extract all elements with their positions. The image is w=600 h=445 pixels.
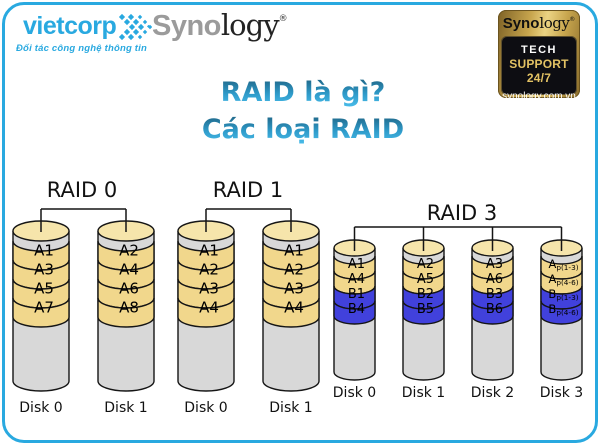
disk-name-label: Disk 1 <box>104 400 148 416</box>
svg-text:A5: A5 <box>34 280 54 298</box>
svg-text:A3: A3 <box>199 280 219 298</box>
svg-text:A3: A3 <box>486 257 503 272</box>
svg-text:A1: A1 <box>199 242 219 260</box>
synology-logo-serif: logy <box>220 8 280 42</box>
svg-text:A2: A2 <box>199 261 219 279</box>
double-chevron-right-icon <box>119 14 153 41</box>
svg-text:A6: A6 <box>119 280 139 298</box>
disk-name-label: Disk 0 <box>19 400 63 416</box>
disk-name-label: Disk 3 <box>539 385 584 401</box>
synology-logo: Synology® <box>152 8 288 43</box>
synology-logo-sans: Syno <box>152 10 221 42</box>
svg-text:A4: A4 <box>199 299 219 317</box>
svg-text:B2: B2 <box>417 287 434 302</box>
svg-text:B1: B1 <box>348 287 365 302</box>
svg-text:A2: A2 <box>284 261 304 279</box>
badge-synology-logo: Synology® <box>502 14 576 32</box>
vietcorp-wordmark: vietcorp <box>23 12 117 40</box>
registered-mark: ® <box>278 14 288 24</box>
badge-url: synology.com.vn <box>502 91 576 102</box>
disk-name-label: Disk 1 <box>269 400 313 416</box>
svg-text:A3: A3 <box>284 280 304 298</box>
svg-text:A4: A4 <box>284 299 304 317</box>
disk-name-label: Disk 0 <box>184 400 228 416</box>
svg-text:A4: A4 <box>119 261 139 279</box>
svg-text:A6: A6 <box>486 272 503 287</box>
vietcorp-tagline: Đối tác công nghệ thông tin <box>16 43 147 54</box>
svg-text:A2: A2 <box>417 257 434 272</box>
badge-tech-label: TECH <box>521 44 557 56</box>
svg-text:A1: A1 <box>348 257 365 272</box>
title-line-2: Các loại RAID <box>202 111 404 148</box>
title-line-1: RAID là gì? <box>221 74 386 111</box>
page-title: RAID là gì? Các loại RAID <box>0 74 600 148</box>
raid-group-label: RAID 1 <box>212 178 284 202</box>
vietcorp-logo: vietcorp Đối tác công nghệ thông tin <box>16 11 153 54</box>
svg-text:A3: A3 <box>34 261 54 279</box>
svg-text:A7: A7 <box>34 299 54 317</box>
svg-text:B4: B4 <box>348 302 365 317</box>
svg-text:B5: B5 <box>417 302 434 317</box>
disk-cylinder: Ap(1-3)Ap(4-6)Bp(1-3)Bp(4-6) <box>540 239 583 381</box>
synology-support-badge: Synology® TECH SUPPORT 24/7 synology.com… <box>498 10 580 102</box>
svg-text:A2: A2 <box>119 242 139 260</box>
disk-name-label: Disk 1 <box>401 385 446 401</box>
disk-name-label: Disk 2 <box>470 385 515 401</box>
raid-group-label: RAID 3 <box>426 201 498 225</box>
disk-name-label: Disk 0 <box>332 385 377 401</box>
svg-text:A1: A1 <box>284 242 304 260</box>
badge-inner-box: TECH SUPPORT 24/7 synology.com.vn <box>501 36 577 102</box>
svg-text:B6: B6 <box>486 302 503 317</box>
svg-text:A5: A5 <box>417 272 434 287</box>
svg-text:A1: A1 <box>34 242 54 260</box>
svg-text:B3: B3 <box>486 287 503 302</box>
badge-support-label: SUPPORT 24/7 <box>509 57 569 85</box>
svg-text:A8: A8 <box>119 299 139 317</box>
registered-mark: ® <box>569 16 576 23</box>
svg-text:A4: A4 <box>348 272 365 287</box>
raid-group-label: RAID 0 <box>46 178 118 202</box>
